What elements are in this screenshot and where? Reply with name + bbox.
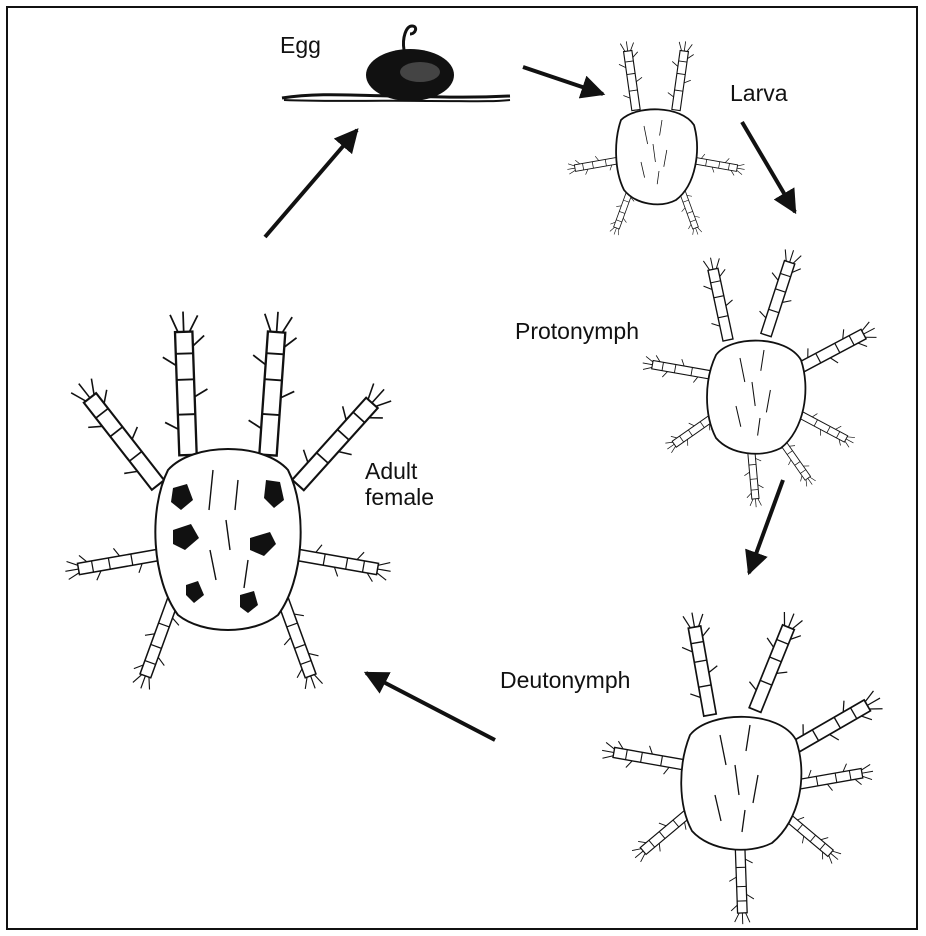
arrow-deutonymph-to-adult xyxy=(366,673,495,740)
deutonymph-label: Deutonymph xyxy=(500,667,630,693)
adult-label-line-1: Adult xyxy=(365,458,434,484)
arrow-egg-to-larva xyxy=(523,67,603,94)
larva-label: Larva xyxy=(730,80,788,106)
egg-label: Egg xyxy=(280,32,321,58)
larva-illustration xyxy=(566,40,746,237)
protonymph-illustration xyxy=(641,246,881,508)
adult-female-illustration xyxy=(63,310,399,693)
deutonymph-illustration xyxy=(600,608,888,925)
arrow-adult-to-egg xyxy=(265,130,357,237)
adult-label-line-2: female xyxy=(365,484,434,510)
adult-female-label: Adult female xyxy=(365,458,434,511)
arrow-larva-to-protonymph xyxy=(742,122,795,212)
protonymph-label: Protonymph xyxy=(515,318,639,344)
